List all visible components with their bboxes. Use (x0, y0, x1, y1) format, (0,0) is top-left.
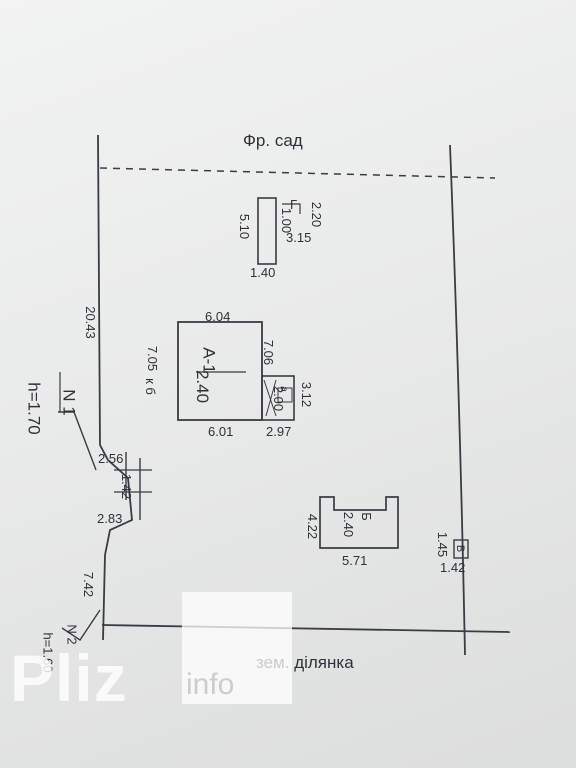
building-b-bottom-dim: 5.71 (342, 553, 368, 568)
building-v-side: 1.45 (435, 531, 451, 558)
point-n1-height: h=1.70 (24, 382, 44, 435)
building-a1-height: 2.40 (193, 369, 213, 404)
building-a1-bottom-dim: 6.01 (208, 424, 234, 439)
orchard-dashed-line (99, 167, 496, 179)
building-a1-left-dim: 7.05 (145, 345, 161, 372)
building-g-side: 5.10 (237, 213, 253, 240)
orchard-label: Фр. сад (243, 131, 303, 150)
building-a1-kb: к б (142, 378, 158, 395)
building-b-height: 2.40 (341, 511, 357, 538)
ext-diag (265, 379, 277, 417)
building-a1-top-dim: 6.04 (205, 309, 231, 324)
plot-bottom-line (101, 624, 511, 633)
building-g-letter: Г (290, 197, 298, 212)
n1-leader (58, 411, 97, 471)
building-g (257, 197, 277, 265)
building-a1-right-dim: 7.06 (261, 339, 277, 366)
watermark-suffix: info (186, 668, 235, 701)
n2-leader (61, 609, 101, 641)
watermark-logo: Pliz (10, 641, 128, 715)
building-g-height: 2.20 (309, 201, 325, 228)
building-a-ext-height: 2.00 (271, 385, 287, 412)
left-boundary-length: 20.43 (82, 306, 98, 339)
boundary-seg1: 2.56 (98, 451, 124, 466)
building-a-ext (261, 375, 295, 421)
ext-porch (277, 387, 293, 403)
building-a-ext-right-dim: 3.12 (299, 381, 315, 408)
building-g-stair (282, 203, 301, 214)
right-boundary (449, 144, 466, 656)
left-boundary (97, 134, 133, 641)
building-b (319, 496, 399, 549)
point-n1: N 1 (59, 389, 79, 416)
building-b-left-dim: 4.22 (305, 513, 321, 540)
ext-diag (263, 379, 277, 417)
building-v (453, 539, 469, 559)
building-b-letter: Б (358, 512, 374, 521)
building-v-bottom-dim: 1.42 (440, 560, 466, 575)
watermark-box (182, 592, 292, 704)
building-a-ext-bottom-dim: 2.97 (266, 424, 292, 439)
building-v-letter: В (454, 544, 467, 553)
building-g-bottom-dim: 3.15 (286, 230, 312, 245)
building-g-base: 1.40 (250, 265, 276, 280)
boundary-seg3: 7.42 (81, 571, 97, 598)
boundary-gate-dim: 1.42 (119, 473, 135, 500)
building-a1 (177, 321, 263, 421)
boundary-seg2: 2.83 (97, 511, 123, 526)
